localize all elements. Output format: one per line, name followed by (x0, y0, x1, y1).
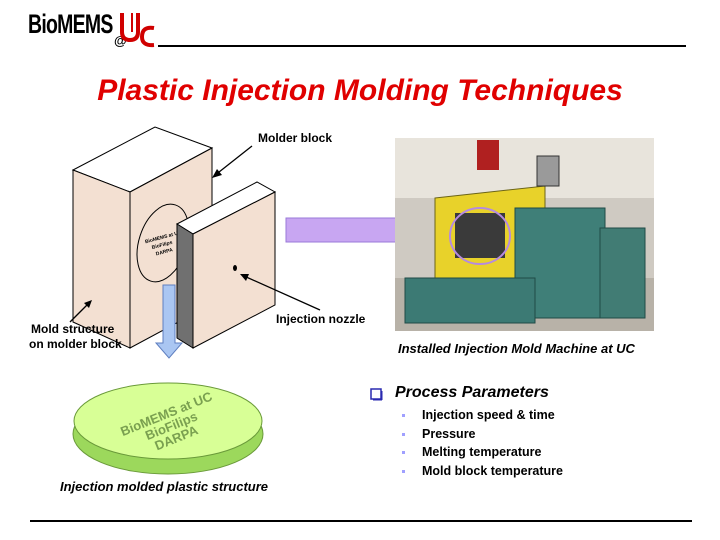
arrow-head-mold-structure (84, 300, 92, 308)
disc-top (73, 382, 263, 460)
label-molder-block: Molder block (258, 131, 333, 145)
bullet-icon (402, 432, 405, 436)
mold-text-line-2: BioFilips (151, 240, 173, 251)
list-item: Mold block temperature (402, 462, 563, 481)
list-item: Injection speed & time (402, 406, 563, 425)
header-rule (158, 45, 686, 47)
checkbox-icon (370, 388, 383, 401)
bullet-icon (402, 414, 405, 417)
footer-rule (30, 520, 692, 522)
mold-text-line-3: DARPA (155, 247, 174, 257)
blue-down-arrow (154, 284, 184, 359)
arrow-head-molder (212, 169, 222, 178)
slide-title: Plastic Injection Molding Techniques (97, 74, 623, 107)
arrow-head-nozzle (240, 274, 249, 281)
machine-photo (395, 138, 654, 331)
biomems-logo-text: BioMEMS (28, 9, 113, 39)
nozzle-hole (233, 265, 237, 271)
label-mold-structure-1: Mold structure (31, 322, 115, 336)
caption-plastic-structure: Injection molded plastic structure (60, 479, 269, 494)
nozzle-block-left (176, 223, 194, 349)
bullet-icon (402, 469, 405, 473)
process-parameters-heading: Process Parameters (395, 384, 549, 401)
bullet-icon (402, 451, 405, 454)
label-injection-nozzle: Injection nozzle (276, 312, 366, 326)
list-item: Pressure (402, 425, 563, 444)
label-mold-structure-2: on molder block (29, 337, 122, 351)
caption-machine: Installed Injection Mold Machine at UC (398, 341, 635, 356)
list-item: Melting temperature (402, 443, 563, 462)
uc-logo-icon (120, 13, 155, 48)
process-parameters-list: Injection speed & time Pressure Melting … (402, 406, 563, 480)
